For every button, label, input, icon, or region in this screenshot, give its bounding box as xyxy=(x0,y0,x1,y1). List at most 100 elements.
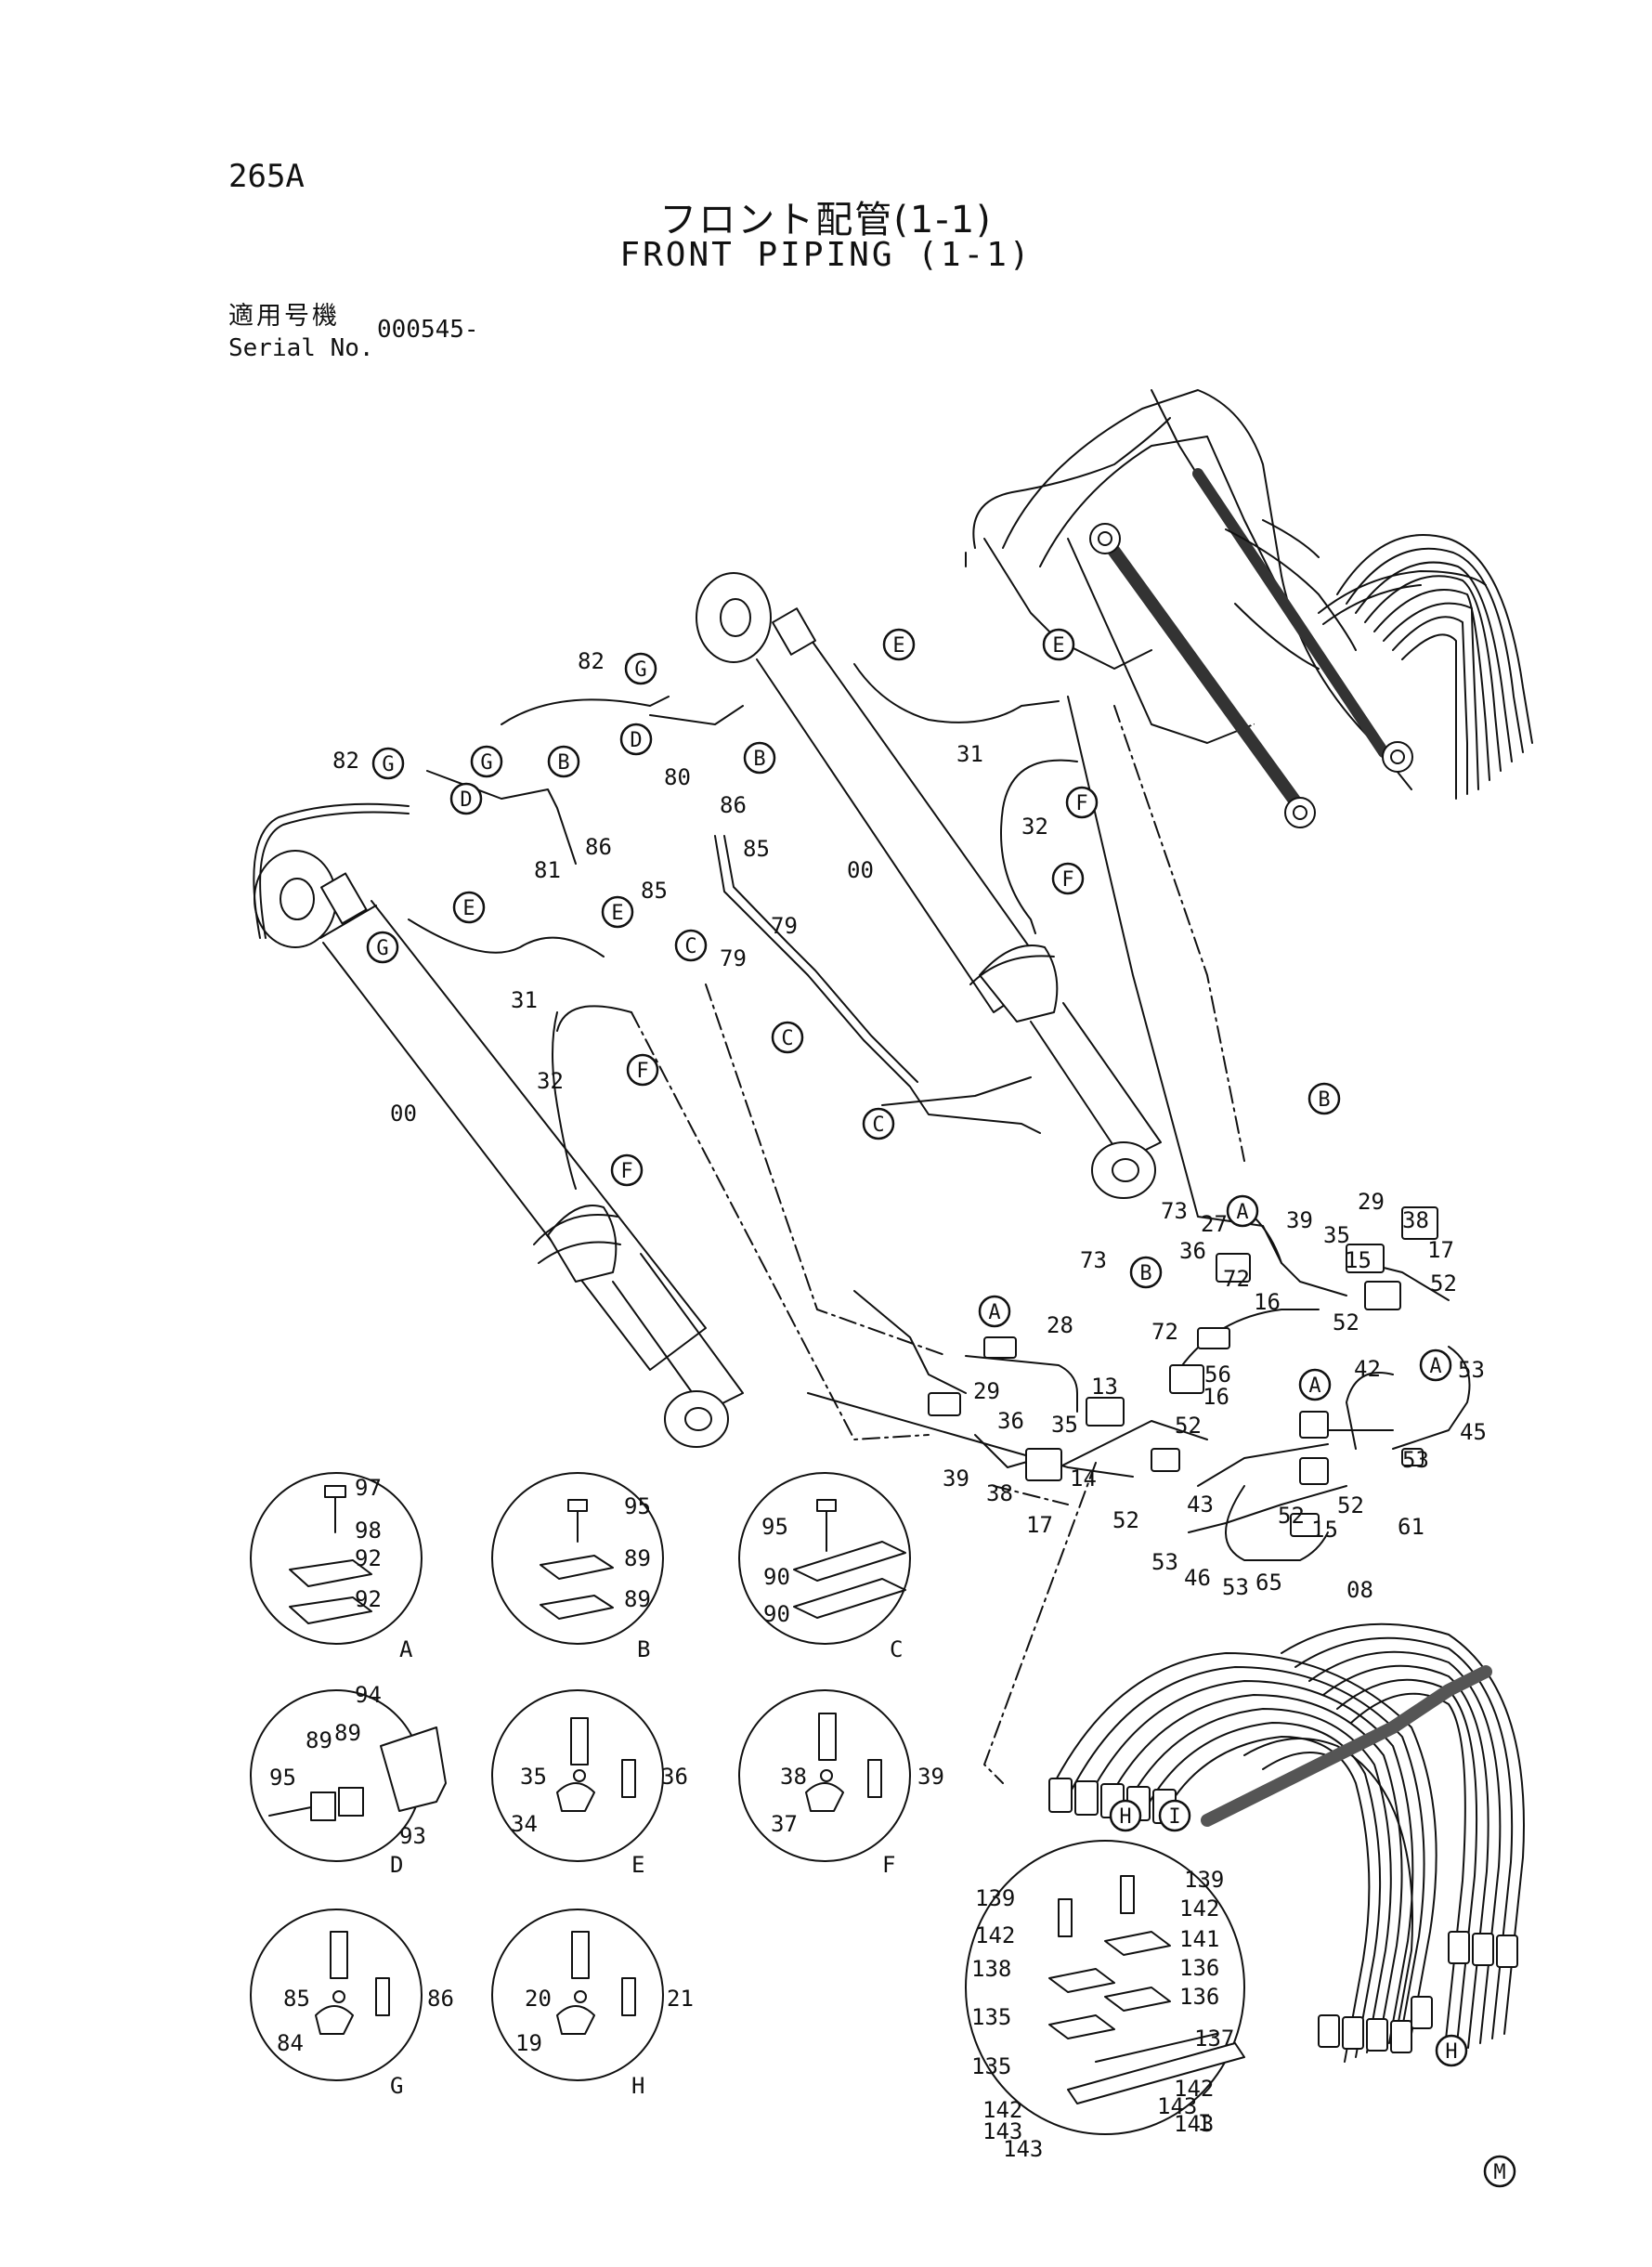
callout-letter-g: G xyxy=(480,751,492,775)
callout-letter-g: G xyxy=(376,937,388,960)
callout-letter-b: B xyxy=(1139,1262,1151,1285)
part-number-label: 86 xyxy=(585,834,612,860)
part-number-label: 65 xyxy=(1255,1570,1282,1596)
part-number-label: 72 xyxy=(1151,1319,1178,1345)
part-number-label: 82 xyxy=(332,748,359,774)
detail-part-number: 139 xyxy=(1184,1867,1224,1893)
detail-caption-c: C xyxy=(890,1636,903,1662)
part-number-label: 16 xyxy=(1203,1384,1229,1410)
callout-marker-d xyxy=(449,782,483,815)
callout-letter-f: F xyxy=(636,1060,648,1083)
detail-part-number: 98 xyxy=(355,1518,382,1544)
detail-part-number: 136 xyxy=(1179,1984,1219,2010)
part-number-label: 80 xyxy=(664,764,691,790)
part-number-label: 86 xyxy=(720,792,747,818)
detail-part-number: 97 xyxy=(355,1475,382,1501)
callout-marker-m xyxy=(1483,2155,1516,2188)
part-number-label: 38 xyxy=(986,1480,1013,1506)
part-number-label: 36 xyxy=(997,1408,1024,1434)
serial-label-english: Serial No. xyxy=(228,334,374,362)
detail-caption-e: E xyxy=(631,1852,644,1878)
part-number-label: 15 xyxy=(1345,1247,1372,1273)
detail-part-number: 142 xyxy=(1174,2076,1214,2102)
part-number-label: 16 xyxy=(1254,1289,1281,1315)
page-title-japanese: フロント配管(1-1) xyxy=(659,199,993,241)
serial-label-japanese: 適用号機 xyxy=(228,302,340,331)
part-number-label: 28 xyxy=(1047,1312,1073,1338)
detail-part-number: 135 xyxy=(971,2004,1011,2030)
callout-letter-a: A xyxy=(988,1301,1000,1324)
detail-part-number: 89 xyxy=(306,1727,332,1753)
detail-part-number: 141 xyxy=(1179,1926,1219,1952)
serial-number-value: 000545- xyxy=(377,316,479,344)
detail-part-number: 92 xyxy=(355,1545,382,1571)
detail-part-number: 143 xyxy=(1003,2136,1043,2162)
callout-marker-i xyxy=(1158,1799,1191,1832)
detail-circle-c xyxy=(738,1472,911,1645)
callout-letter-f: F xyxy=(620,1160,632,1183)
callout-marker-b xyxy=(1129,1256,1163,1289)
part-number-label: 52 xyxy=(1278,1503,1305,1529)
detail-circle-a xyxy=(250,1472,423,1645)
excavator-boom-illustration xyxy=(965,389,1533,828)
callout-marker-g xyxy=(366,931,399,964)
part-number-label: 17 xyxy=(1026,1512,1053,1538)
callout-letter-e: E xyxy=(462,897,475,920)
callout-letter-e: E xyxy=(611,902,623,925)
part-number-label: 53 xyxy=(1402,1447,1429,1473)
detail-part-number: 95 xyxy=(269,1765,296,1791)
callout-marker-b xyxy=(743,741,776,775)
callout-marker-f xyxy=(1051,862,1085,895)
callout-marker-c xyxy=(862,1107,895,1140)
part-number-label: 35 xyxy=(1051,1412,1078,1438)
callout-letter-h: H xyxy=(1119,1805,1131,1829)
part-number-label: 39 xyxy=(1286,1207,1313,1233)
detail-part-number: 84 xyxy=(277,2030,304,2056)
detail-part-number: 37 xyxy=(771,1811,798,1837)
page-number: 265A xyxy=(228,158,305,195)
part-number-label: 39 xyxy=(943,1466,969,1492)
part-number-label: 36 xyxy=(1179,1238,1206,1264)
part-number-label: 52 xyxy=(1430,1270,1457,1296)
callout-letter-e: E xyxy=(892,634,904,658)
part-number-label: 79 xyxy=(771,913,798,939)
callout-marker-c xyxy=(771,1021,804,1054)
detail-part-number: 89 xyxy=(624,1545,651,1571)
callout-marker-a xyxy=(1226,1194,1259,1228)
part-number-label: 14 xyxy=(1070,1466,1097,1492)
callout-marker-g xyxy=(470,745,503,778)
part-number-label: 00 xyxy=(390,1101,417,1127)
detail-part-number: 95 xyxy=(624,1493,651,1519)
detail-part-number: 143 xyxy=(982,2118,1022,2144)
part-number-label: 46 xyxy=(1184,1565,1211,1591)
detail-part-number: 138 xyxy=(971,1956,1011,1982)
part-number-label: 45 xyxy=(1460,1419,1487,1445)
callout-letter-b: B xyxy=(1318,1088,1330,1112)
detail-part-number: 95 xyxy=(761,1514,788,1540)
callout-letter-c: C xyxy=(684,935,696,958)
detail-circle-b xyxy=(491,1472,664,1645)
callout-marker-e xyxy=(601,895,634,929)
pipe-and-block-assembly xyxy=(807,1206,1471,1561)
detail-part-number: 20 xyxy=(525,1986,552,2012)
detail-part-number: 92 xyxy=(355,1586,382,1612)
part-number-label: 52 xyxy=(1175,1413,1202,1439)
callout-letter-d: D xyxy=(630,729,642,752)
part-number-label: 32 xyxy=(1021,814,1048,840)
part-number-label: 38 xyxy=(1402,1207,1429,1233)
part-number-label: 79 xyxy=(720,945,747,971)
callout-marker-a xyxy=(978,1295,1011,1328)
part-number-label: 73 xyxy=(1080,1247,1107,1273)
part-number-label: 85 xyxy=(641,878,668,904)
callout-marker-h xyxy=(1435,2034,1468,2067)
callout-marker-f xyxy=(1065,786,1099,819)
callout-letter-a: A xyxy=(1429,1355,1441,1378)
detail-circle-e xyxy=(491,1689,664,1862)
part-number-label: 08 xyxy=(1346,1577,1373,1603)
callout-marker-f xyxy=(626,1053,659,1087)
page-title-english: FRONT PIPING (1-1) xyxy=(619,236,1033,274)
